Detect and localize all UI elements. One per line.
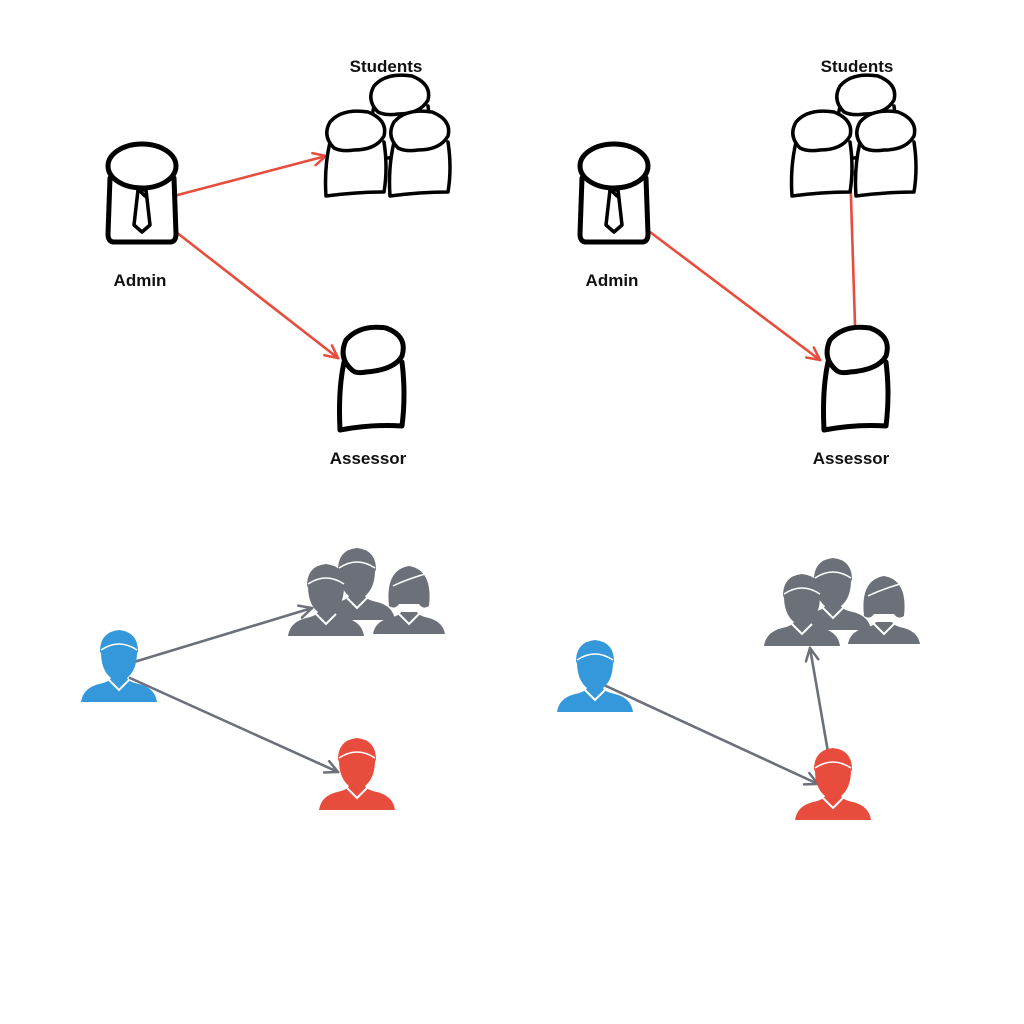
arrow-admin-to-students (168, 156, 326, 199)
assessor-icon (340, 327, 405, 430)
assessor-label: Assessor (813, 449, 890, 468)
admin-icon (580, 144, 648, 242)
arrow-admin-to-assessor (128, 676, 338, 772)
assessor-icon (824, 327, 889, 430)
users-group-icon (287, 547, 446, 637)
students-label: Students (350, 57, 423, 76)
user-icon (318, 737, 396, 811)
assessor-label: Assessor (330, 449, 407, 468)
users-group-icon (763, 557, 921, 647)
students-group-icon (789, 73, 918, 198)
sketch-diagram-right: Admin Students Assessor (580, 57, 918, 468)
flat-diagram-left (80, 547, 446, 811)
sketch-diagram-left: Admin Students Assessor (108, 57, 452, 468)
arrow-admin-to-assessor (648, 230, 820, 360)
arrow-admin-to-students (132, 608, 312, 664)
user-icon (794, 747, 872, 821)
admin-label: Admin (586, 271, 639, 290)
arrow-assessor-to-students (810, 648, 830, 754)
arrow-admin-to-assessor (604, 684, 818, 784)
user-icon (556, 639, 634, 713)
admin-icon (108, 144, 176, 242)
students-label: Students (821, 57, 894, 76)
students-group-icon (323, 73, 452, 198)
admin-label: Admin (114, 271, 167, 290)
flat-diagram-right (556, 557, 921, 821)
arrow-admin-to-assessor (174, 230, 338, 358)
user-icon (80, 629, 158, 703)
